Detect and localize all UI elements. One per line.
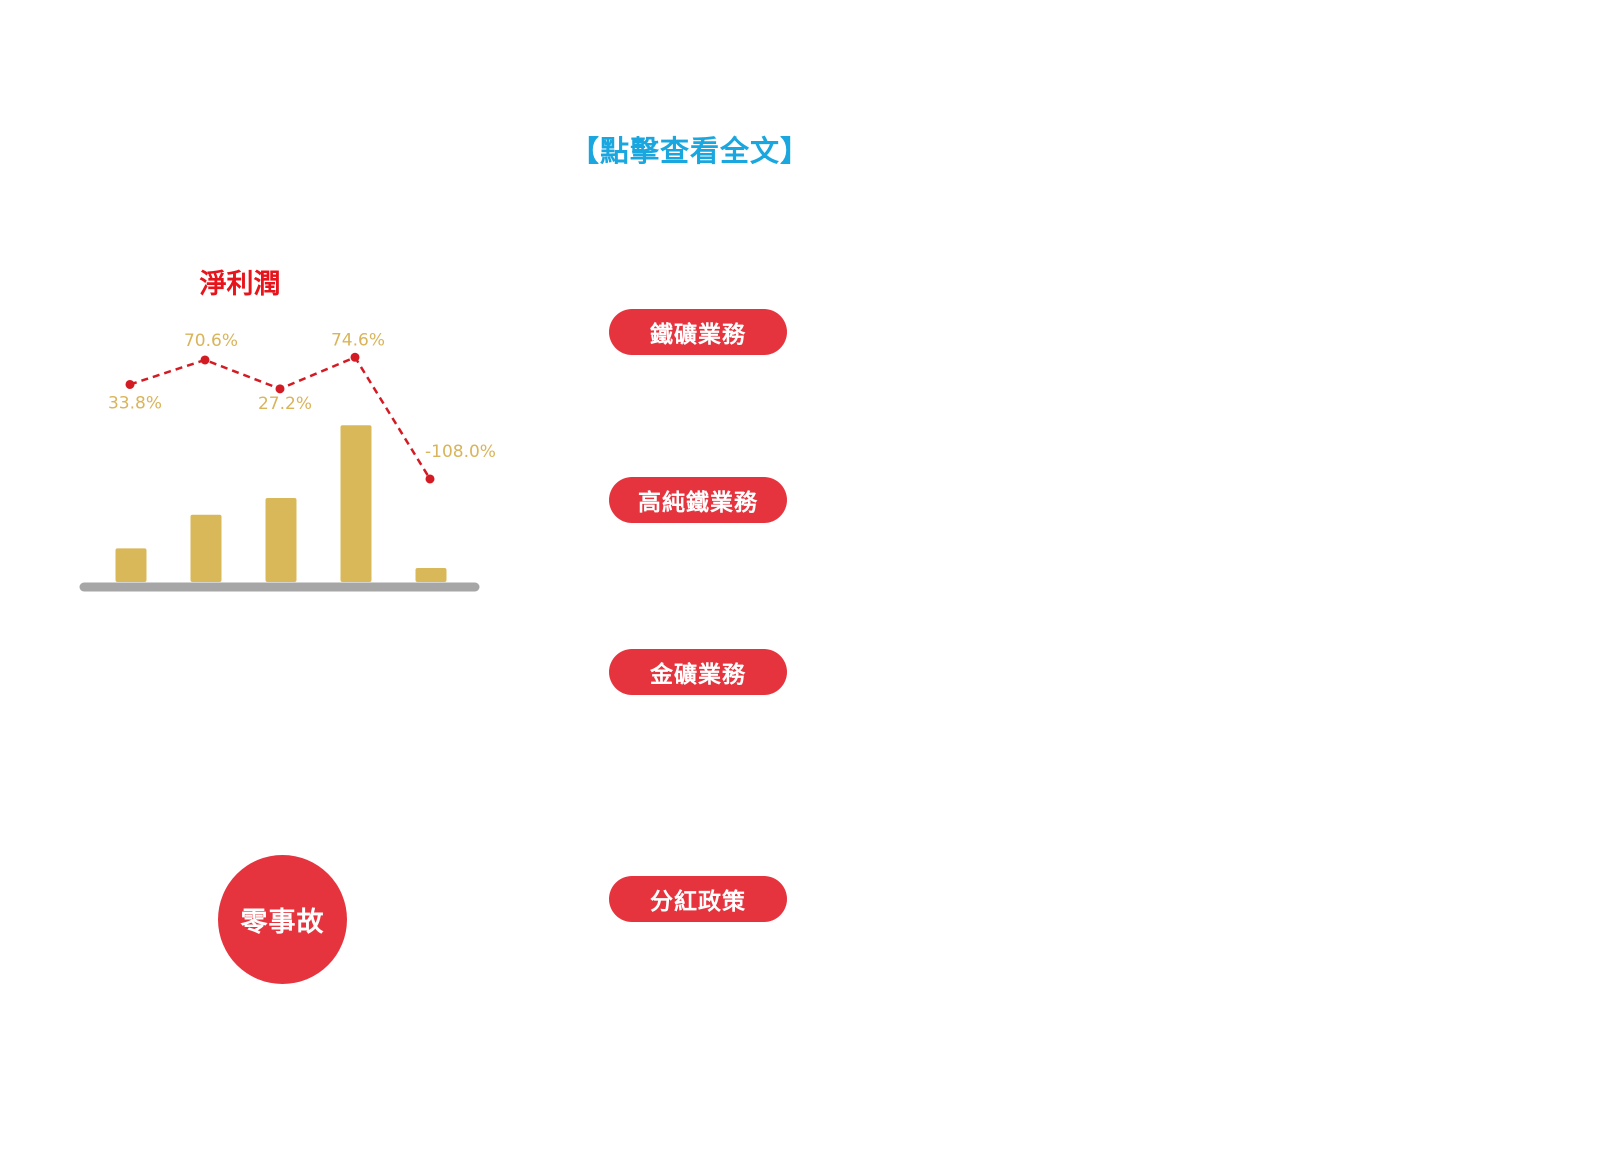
growth-line xyxy=(129,355,432,480)
gold-business-button[interactable]: 金礦業務 xyxy=(609,649,787,695)
read-full-article-link[interactable]: 【點擊查看全文】 xyxy=(570,134,811,168)
growth-label-1: 33.8% xyxy=(108,393,162,413)
growth-point-5 xyxy=(425,474,435,484)
zero-accident-badge: 零事故 xyxy=(218,855,347,984)
high-purity-iron-business-button[interactable]: 高純鐵業務 xyxy=(609,477,787,523)
bar-5 xyxy=(415,568,447,582)
growth-label-4: 74.6% xyxy=(331,330,385,350)
bar-2 xyxy=(190,514,222,582)
growth-point-1 xyxy=(125,379,135,389)
dividend-policy-button[interactable]: 分紅政策 xyxy=(609,876,787,922)
growth-point-4 xyxy=(350,352,360,362)
bar-1 xyxy=(115,548,147,582)
growth-label-3: 27.2% xyxy=(258,394,312,414)
growth-label-5: -108.0% xyxy=(425,442,496,462)
chart-title: 淨利潤 xyxy=(199,269,281,300)
growth-point-2 xyxy=(200,355,210,365)
growth-point-3 xyxy=(275,384,285,394)
iron-ore-business-button[interactable]: 鐵礦業務 xyxy=(609,309,787,355)
bar-3 xyxy=(265,498,297,582)
net-profit-chart: 33.8% 70.6% 27.2% 74.6% -108.0% xyxy=(79,330,496,592)
bar-4 xyxy=(340,425,372,582)
growth-label-2: 70.6% xyxy=(184,331,238,351)
